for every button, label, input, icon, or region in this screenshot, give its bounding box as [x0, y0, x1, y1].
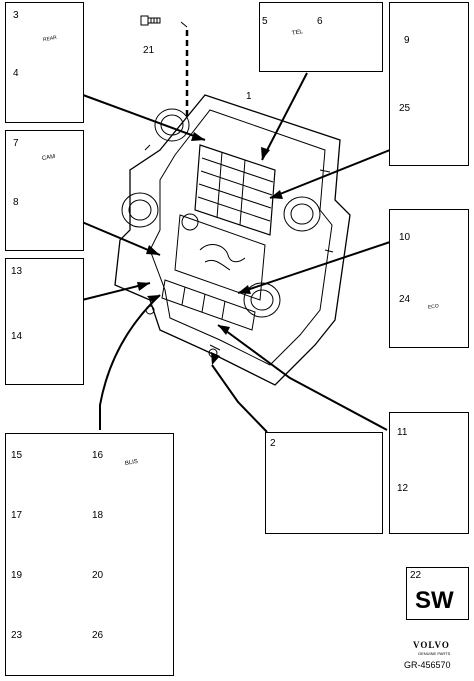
group-box-11-12: [389, 412, 469, 534]
group-box-13-14: [5, 258, 84, 385]
callout-18: 18: [92, 510, 104, 521]
callout-9: 9: [404, 35, 410, 46]
callout-4: 4: [13, 68, 19, 79]
callout-12: 12: [397, 483, 409, 494]
diagram-reference: GR-456570: [404, 660, 451, 670]
group-box-7-8: [5, 130, 84, 251]
brand-tagline: GENUINE PARTS: [418, 651, 451, 656]
callout-20: 20: [92, 570, 104, 581]
callout-25: 25: [399, 103, 411, 114]
leader-lines: [81, 72, 391, 433]
callout-24: 24: [399, 294, 411, 305]
callout-1: 1: [246, 91, 252, 102]
callout-13: 13: [11, 266, 23, 277]
group-box-5-6: [259, 2, 383, 72]
callout-3: 3: [13, 10, 19, 21]
callout-11: 11: [397, 427, 408, 438]
group-box-9-25: [389, 2, 469, 166]
callout-5: 5: [262, 16, 268, 27]
screw-drawing: [140, 15, 189, 118]
callout-17: 17: [11, 510, 23, 521]
callout-19: 19: [11, 570, 23, 581]
callout-7: 7: [13, 138, 19, 149]
group-box-2: [265, 432, 383, 534]
callout-10: 10: [399, 232, 411, 243]
group-box-10-24: [389, 209, 469, 348]
callout-15: 15: [11, 450, 23, 461]
group-box-22: [406, 567, 469, 620]
arrow-heads: [137, 132, 283, 365]
group-box-3-4: [5, 2, 84, 123]
callout-21: 21: [143, 45, 155, 56]
brand-name: VOLVO: [413, 640, 450, 650]
callout-23: 23: [11, 630, 23, 641]
callout-22: 22: [410, 570, 422, 581]
control-panel-drawing: [114, 94, 351, 386]
callout-8: 8: [13, 197, 19, 208]
callout-26: 26: [92, 630, 104, 641]
callout-16: 16: [92, 450, 104, 461]
sw-label: SW: [415, 587, 454, 614]
callout-6: 6: [317, 16, 323, 27]
callout-14: 14: [11, 331, 23, 342]
callout-2: 2: [270, 438, 276, 449]
group-box-15-26: [5, 433, 174, 676]
